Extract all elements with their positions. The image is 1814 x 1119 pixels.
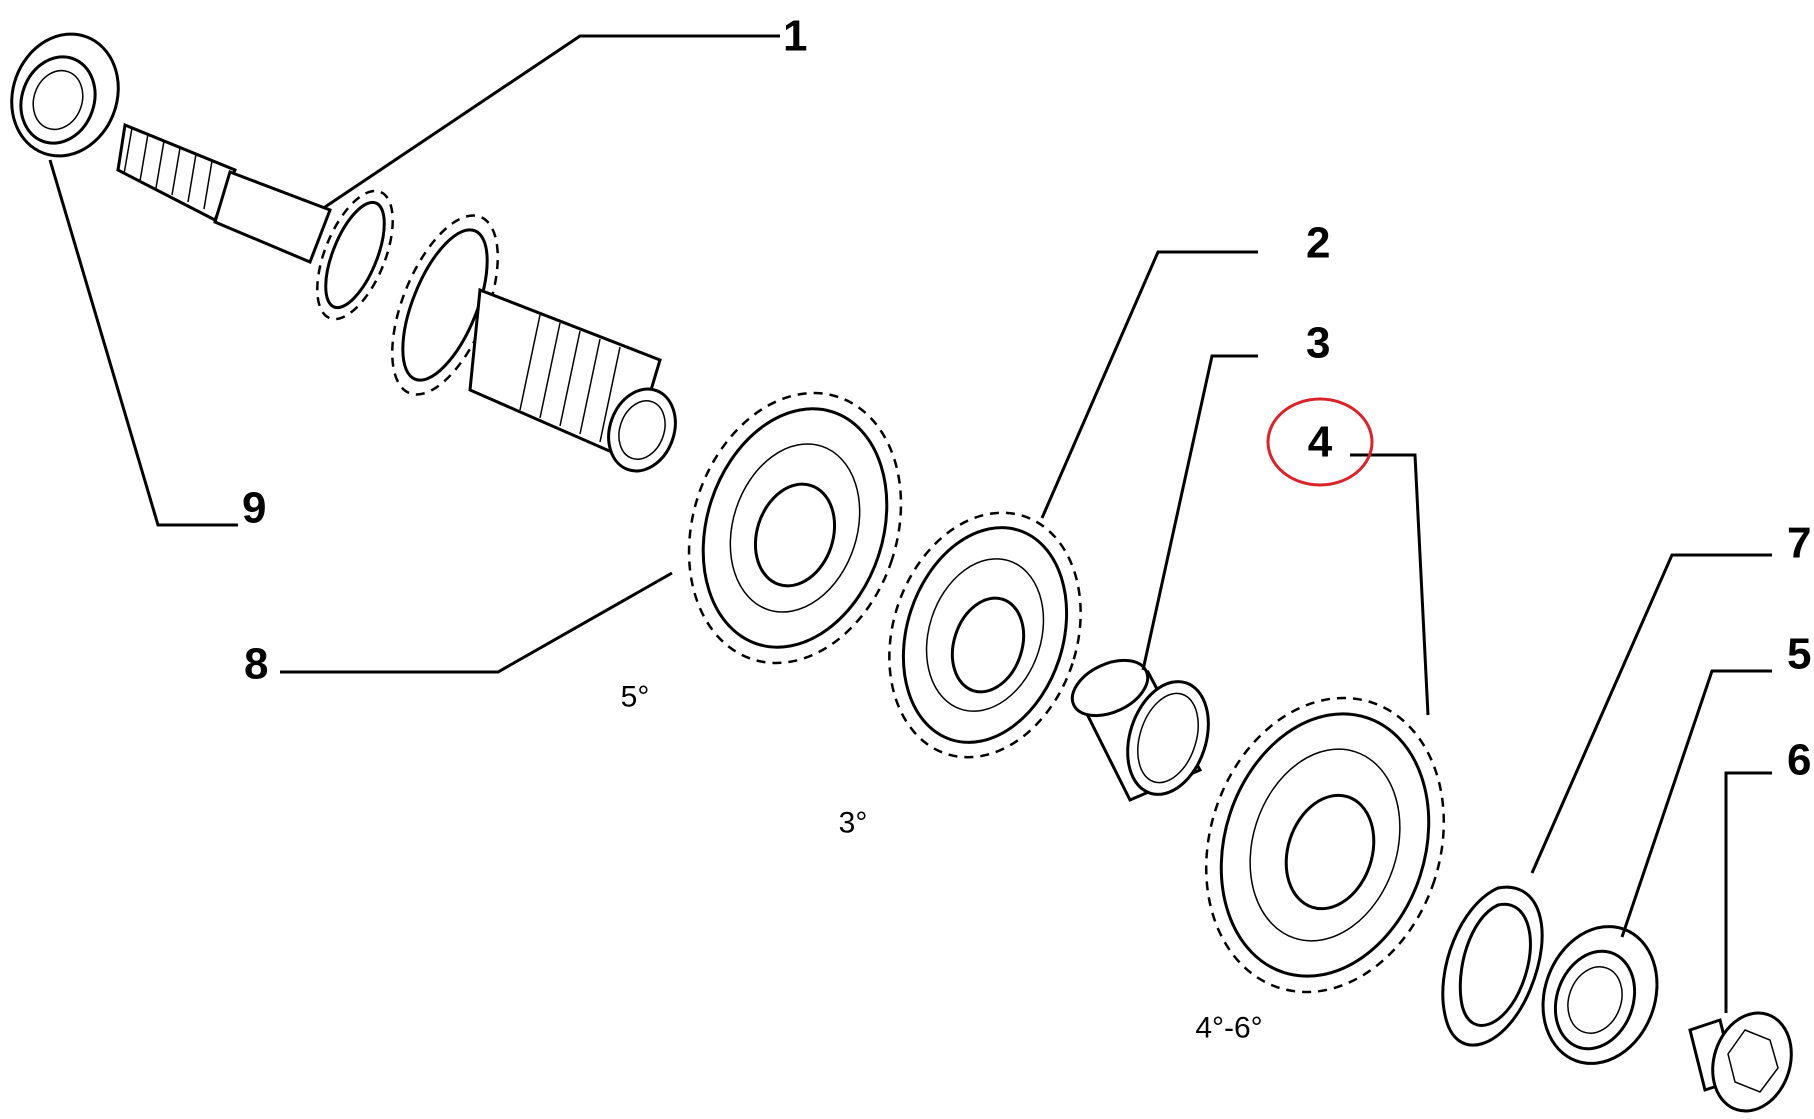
callout-3: 3 [1306, 319, 1330, 368]
callout-7: 7 [1787, 519, 1811, 568]
gear-label-third: 3° [839, 807, 868, 840]
snap-ring-part-7 [1441, 885, 1544, 1047]
bushing-part-3 [1070, 658, 1210, 802]
callout-8: 8 [244, 640, 268, 689]
gear-part-8-fifth [687, 391, 903, 665]
gear-part-2-third [888, 511, 1082, 759]
main-shaft-part-1 [116, 122, 677, 473]
gear-label-fifth: 5° [621, 681, 650, 714]
callout-5: 5 [1787, 630, 1811, 679]
gear-part-4-fourth-sixth [1204, 696, 1446, 994]
callout-1: 1 [783, 12, 807, 61]
callout-6: 6 [1787, 736, 1811, 785]
bolt-part-6 [1688, 1011, 1793, 1113]
callout-4: 4 [1308, 418, 1333, 467]
highlight-circle [1266, 397, 1374, 487]
gear-label-fourth-sixth: 4°-6° [1195, 1012, 1262, 1045]
callout-9: 9 [242, 484, 266, 533]
bearing-part-9 [10, 32, 120, 158]
bearing-part-5 [1541, 925, 1659, 1065]
callout-2: 2 [1306, 219, 1330, 268]
leader-lines [48, 34, 1772, 1013]
